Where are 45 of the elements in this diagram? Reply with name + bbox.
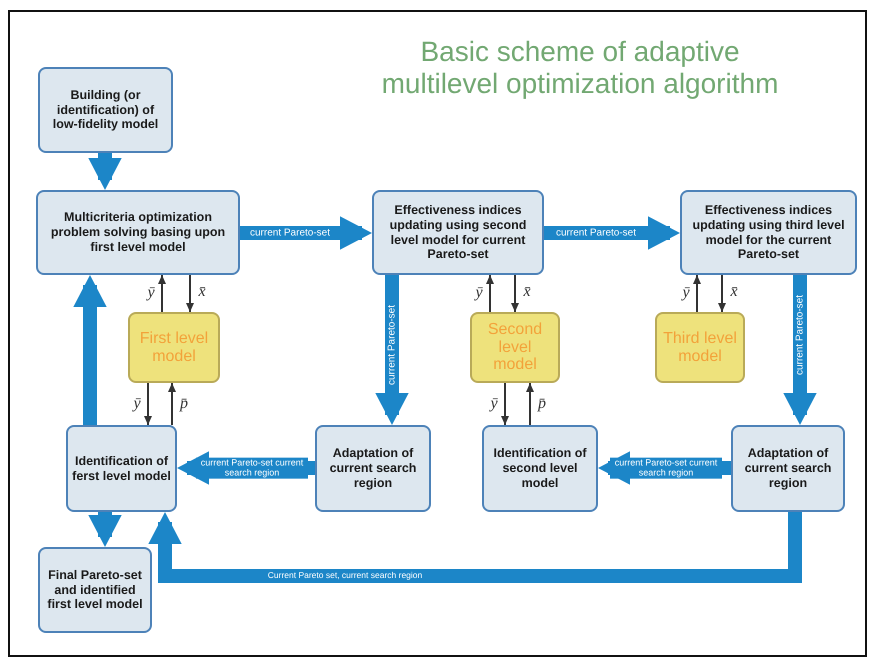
edge-label: current Pareto-set — [386, 304, 398, 386]
arrow — [186, 275, 194, 312]
edge-label: p̄ — [180, 396, 188, 412]
edge-label: current Pareto-set — [794, 294, 806, 376]
edge-label: current Pareto-set — [556, 227, 636, 239]
arrow — [693, 275, 701, 312]
edge-label: current Pareto-set current search region — [196, 458, 308, 478]
model-box: Third level model — [655, 312, 745, 383]
edge-label: current Pareto-set current search region — [610, 458, 722, 478]
flow-arrow — [375, 275, 409, 425]
flow-arrow — [88, 153, 122, 190]
arrow — [486, 275, 494, 312]
process-box: Final Pareto-set and identified first level model — [38, 547, 152, 633]
process-box: Building (or identification) of low-fidelity model — [38, 67, 173, 153]
process-box: Adaptation of current search region — [731, 425, 845, 512]
arrow — [158, 275, 166, 312]
arrow — [501, 383, 509, 425]
flow-arrow — [88, 512, 122, 547]
arrow — [511, 275, 519, 312]
process-box: Identification of ferst level model — [66, 425, 177, 512]
arrow — [718, 275, 726, 312]
flow-arrow — [783, 275, 817, 425]
flow-arrow — [73, 275, 107, 425]
flow-arrow — [148, 512, 802, 583]
edge-label: ȳ — [682, 285, 690, 301]
edge-label: current Pareto-set — [250, 227, 330, 239]
diagram-title: Basic scheme of adaptive multilevel optimization algorithm — [380, 36, 780, 100]
model-box: First level model — [128, 312, 220, 383]
process-box: Multicriteria optimization problem solving basing upon first level model — [36, 190, 240, 275]
process-box: Identification of second level model — [482, 425, 598, 512]
process-box: Effectiveness indices updating using third level model for the current Pareto-set — [680, 190, 857, 275]
arrow — [168, 383, 176, 425]
edge-label: Current Pareto set, current search region — [268, 571, 422, 581]
edge-label: ȳ — [490, 396, 498, 412]
arrow — [526, 383, 534, 425]
edge-label: ȳ — [133, 396, 141, 412]
edge-label: p̄ — [538, 396, 546, 412]
edge-label: ȳ — [147, 285, 155, 301]
edge-label: ȳ — [475, 285, 483, 301]
arrow — [144, 383, 152, 425]
flow-arrow — [544, 216, 680, 250]
model-box: Second level model — [470, 312, 560, 383]
process-box: Adaptation of current search region — [315, 425, 431, 512]
process-box: Effectiveness indices updating using second level model for current Pareto-set — [372, 190, 544, 275]
flow-arrow — [240, 216, 372, 250]
